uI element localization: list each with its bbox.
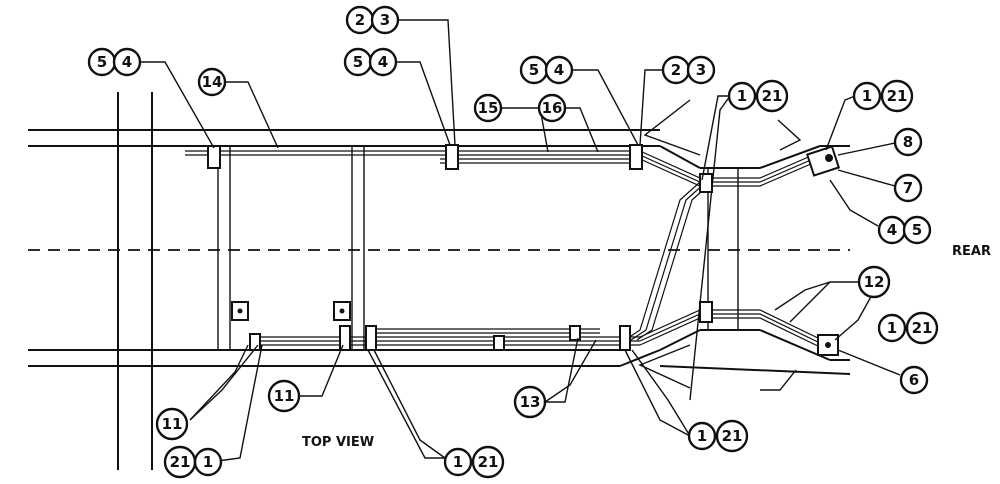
svg-text:12: 12 [864, 273, 885, 291]
axle-lines [117, 92, 153, 470]
svg-text:1: 1 [697, 427, 707, 445]
svg-text:21: 21 [762, 87, 783, 105]
callout-v: 1 21 [687, 419, 749, 453]
svg-text:6: 6 [909, 371, 919, 389]
svg-text:1: 1 [203, 453, 213, 471]
svg-text:14: 14 [202, 73, 223, 91]
lower-brake-tubes [250, 309, 823, 349]
callout-j: 1 21 [852, 79, 914, 113]
svg-text:2: 2 [355, 11, 365, 29]
callout-b: 14 [197, 67, 227, 97]
callout-k: 8 [893, 127, 923, 157]
svg-text:11: 11 [274, 387, 295, 405]
callout-a: 5 4 [87, 47, 142, 77]
callout-c: 2 3 [345, 5, 400, 35]
callout-s: 11 [267, 379, 301, 413]
brackets [638, 99, 802, 391]
svg-text:3: 3 [696, 61, 706, 79]
svg-text:7: 7 [903, 179, 913, 197]
svg-text:5: 5 [912, 221, 922, 239]
callout-e: 15 [473, 93, 503, 123]
svg-text:8: 8 [903, 133, 913, 151]
callout-u: 13 [513, 385, 547, 419]
svg-text:5: 5 [353, 53, 363, 71]
svg-text:1: 1 [737, 87, 747, 105]
callout-o: 1 21 [877, 311, 939, 345]
svg-text:2: 2 [671, 61, 681, 79]
svg-text:13: 13 [520, 393, 541, 411]
callout-n: 12 [857, 265, 891, 299]
upper-brake-tubes [185, 150, 821, 187]
callout-r: 21 1 [163, 445, 223, 479]
svg-text:1: 1 [862, 87, 872, 105]
svg-text:16: 16 [542, 99, 563, 117]
callout-h: 2 3 [661, 55, 716, 85]
callout-t: 1 21 [443, 445, 505, 479]
callout-p: 6 [899, 365, 929, 395]
callout-q: 11 [155, 407, 189, 441]
clips [207, 144, 841, 356]
svg-text:21: 21 [912, 319, 933, 337]
direction-label: REAR [952, 244, 991, 259]
view-title: TOP VIEW [302, 435, 374, 450]
callout-m: 4 5 [877, 215, 932, 245]
svg-text:21: 21 [722, 427, 743, 445]
svg-text:15: 15 [478, 99, 499, 117]
callout-f: 16 [537, 93, 567, 123]
callout-l: 7 [893, 173, 923, 203]
svg-text:4: 4 [122, 53, 132, 71]
svg-text:4: 4 [887, 221, 897, 239]
svg-text:21: 21 [170, 453, 191, 471]
svg-text:4: 4 [378, 53, 388, 71]
svg-text:3: 3 [380, 11, 390, 29]
svg-text:1: 1 [453, 453, 463, 471]
svg-text:11: 11 [162, 415, 183, 433]
svg-text:5: 5 [529, 61, 539, 79]
svg-text:4: 4 [554, 61, 564, 79]
svg-text:21: 21 [887, 87, 908, 105]
crossmembers [217, 145, 739, 351]
callout-g: 5 4 [519, 55, 574, 85]
svg-text:1: 1 [887, 319, 897, 337]
callout-i: 1 21 [727, 79, 789, 113]
callout-d: 5 4 [343, 47, 398, 77]
svg-text:21: 21 [478, 453, 499, 471]
svg-text:5: 5 [97, 53, 107, 71]
